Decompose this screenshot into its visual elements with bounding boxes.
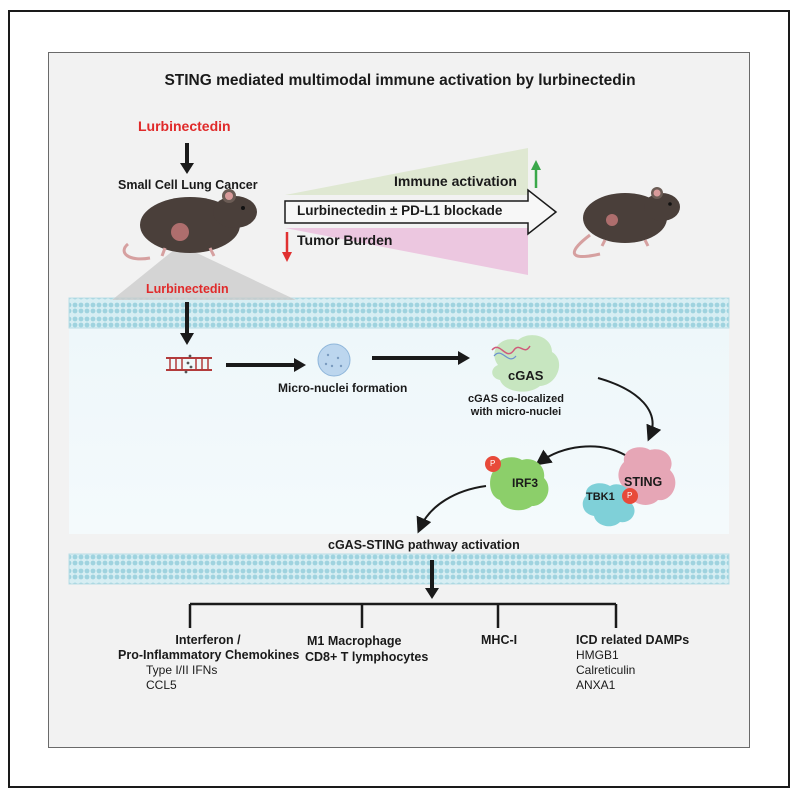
increase-arrow-icon: [531, 160, 541, 188]
cgas-note: cGAS co-localized with micro-nuclei: [464, 393, 568, 419]
sting-label: STING: [624, 475, 663, 489]
outcome-item: ANXA1: [576, 678, 616, 692]
micronuclei-label: Micro-nuclei formation: [278, 381, 408, 395]
outcome-interferon: Interferon / Pro-Inflammatory Chemokines…: [118, 633, 300, 693]
outcome-item: Calreticulin: [576, 663, 636, 677]
irf3-label: IRF3: [512, 476, 539, 490]
irf3-phospho-icon: [485, 456, 501, 472]
drug-label-cell: Lurbinectedin: [146, 282, 229, 296]
immune-activation-wedge: [285, 148, 528, 195]
zoom-cone: [112, 245, 296, 300]
outcome-title-line1: ICD related DAMPs: [576, 633, 690, 647]
immune-activation-label: Immune activation: [394, 173, 517, 189]
arrow-to-irf3: [535, 445, 626, 466]
mouse-icon-left: [122, 189, 257, 261]
micronucleus-icon: [317, 343, 351, 377]
cgas-label: cGAS: [508, 368, 544, 383]
tumor-burden-label: Tumor Burden: [297, 232, 393, 248]
arrow-to-micronuclei: [226, 358, 306, 372]
sting-phospho-label: P: [627, 491, 633, 500]
dna-damage-icon: [166, 354, 212, 374]
outcome-title-line1: M1 Macrophage: [307, 634, 402, 648]
bottom-membrane: [68, 553, 730, 585]
model-label: Small Cell Lung Cancer: [118, 178, 258, 192]
sting-phospho-icon: [622, 488, 638, 504]
outcome-bracket: [188, 602, 618, 628]
irf3-protein-icon: [490, 457, 549, 511]
cgas-note-line1: cGAS co-localized: [468, 393, 564, 405]
decrease-arrow-icon: [282, 232, 292, 262]
cgas-note-line2: with micro-nuclei: [470, 406, 562, 418]
tbk1-protein-icon: [582, 483, 635, 527]
diagram-title: STING mediated multimodal immune activat…: [164, 72, 636, 89]
outcome-item: HMGB1: [576, 648, 619, 662]
cgas-protein-icon: [491, 335, 560, 392]
pathway-output-arrow: [425, 560, 439, 599]
outcome-title-line2: Pro-Inflammatory Chemokines: [118, 648, 300, 662]
drug-arrow-top: [180, 143, 194, 174]
outcome-damps: ICD related DAMPs HMGB1 Calreticulin ANX…: [576, 633, 689, 693]
arrow-to-cgas: [372, 351, 470, 365]
drug-arrow-cell: [180, 302, 194, 345]
outcome-mhc: MHC-I: [481, 633, 518, 647]
top-membrane: [68, 297, 730, 329]
mouse-icon-right: [572, 187, 680, 259]
irf3-phospho-label: P: [490, 459, 496, 468]
treatment-arrow: [284, 188, 558, 236]
arrow-to-sting: [597, 377, 662, 442]
pathway-activation-label: cGAS-STING pathway activation: [328, 538, 520, 552]
treatment-label: Lurbinectedin ± PD-L1 blockade: [297, 203, 503, 218]
tbk1-label: TBK1: [586, 491, 615, 503]
outcome-macrophage: M1 Macrophage CD8+ T lymphocytes: [305, 633, 451, 665]
outcome-item: CCL5: [146, 678, 177, 692]
outcome-item: Type I/II IFNs: [146, 663, 218, 677]
arrow-to-pathway: [416, 485, 487, 534]
tumor-burden-wedge: [285, 228, 528, 275]
outcome-title-line1: Interferon /: [175, 633, 241, 647]
drug-label-top: Lurbinectedin: [138, 118, 231, 134]
outcome-title-line2: CD8+ T lymphocytes: [305, 650, 429, 664]
